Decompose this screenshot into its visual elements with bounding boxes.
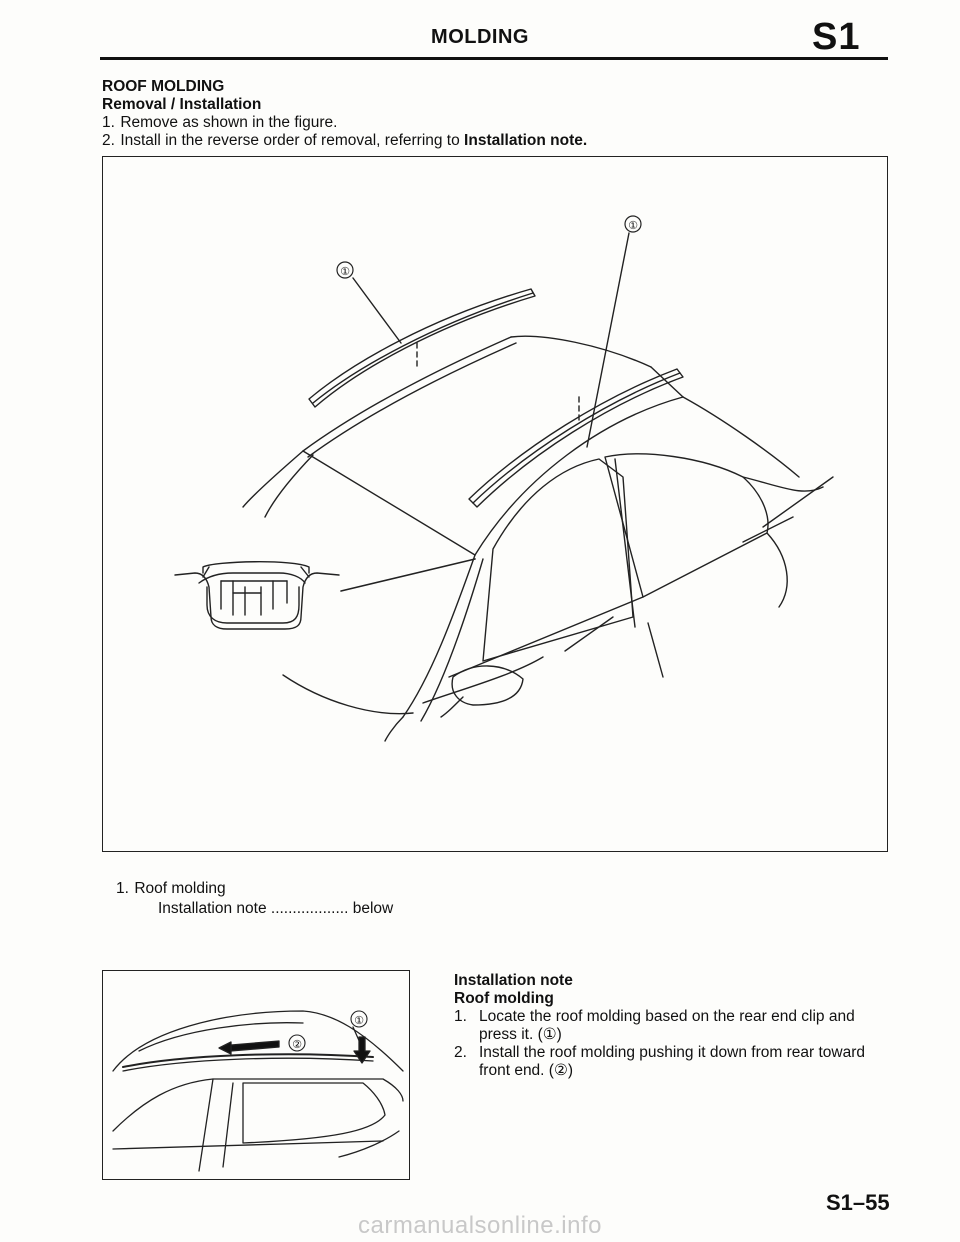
callout-circle-left [336,261,354,279]
legend-number: 1. [116,880,129,897]
legend-label: Roof molding [134,880,226,897]
roof-molding-left-part [308,288,536,408]
callout-circle-right [624,215,642,233]
leader-left [352,277,402,344]
watermark: carmanualsonline.info [358,1212,602,1239]
push-direction-arrow [230,1040,280,1052]
callout-circle-2 [288,1034,306,1052]
roof-molding-figure: ① ① [102,156,888,852]
press-down-arrow-icon [353,1036,371,1064]
note-text: Locate the roof molding based on the rea… [479,1008,855,1025]
page-number: S1–55 [826,1190,890,1215]
header-rule [100,57,888,60]
callout-circle-1 [350,1010,368,1028]
section-title: ROOF MOLDING [102,78,225,95]
section-code: S1 [812,16,861,58]
step-2: 2. Install in the reverse order of remov… [102,132,587,150]
section-subtitle: Removal / Installation [102,96,262,113]
installation-note-title: Installation note [454,972,573,989]
note-number: 2. [454,1044,467,1061]
callout-left: ① [340,265,350,278]
note-item-2-continued: front end. (②) [479,1062,574,1079]
page-title: MOLDING [431,26,529,48]
note-text: Install the roof molding pushing it down… [479,1044,865,1061]
installation-illustration: ② ① [112,1010,404,1172]
step-text: Install in the reverse order of removal,… [120,132,465,149]
installation-note-reference: Installation note. [464,132,588,149]
car-body [242,335,834,742]
step-text: Remove as shown in the figure. [120,114,338,131]
leader-right [586,232,630,448]
roof-molding-illustration: ① ① [174,215,834,742]
legend-item: 1. Roof molding [116,880,226,898]
note-item-1: 1. Locate the roof molding based on the r… [454,1008,855,1026]
legend-note-label: Installation note [158,900,267,917]
step-number: 1. [102,114,115,131]
installation-note-subtitle: Roof molding [454,990,554,1007]
legend-note-line: Installation note .................. bel… [158,900,393,918]
note-item-2: 2. Install the roof molding pushing it do… [454,1044,865,1062]
roof-molding-right-part [468,368,684,508]
detail-leader [340,558,476,592]
callout-1: ① [354,1014,364,1027]
installation-figure: ② ① [102,970,410,1180]
arrow-head-icon [218,1041,232,1055]
callout-right: ① [628,219,638,232]
step-number: 2. [102,132,115,149]
legend-leader-dots: .................. [270,900,349,917]
step-1: 1. Remove as shown in the figure. [102,114,337,132]
callout-2: ② [292,1038,302,1051]
note-item-1-continued: press it. (①) [479,1026,562,1043]
clip-cross-section [174,558,476,630]
note-number: 1. [454,1008,467,1025]
legend-reference: below [352,900,394,917]
